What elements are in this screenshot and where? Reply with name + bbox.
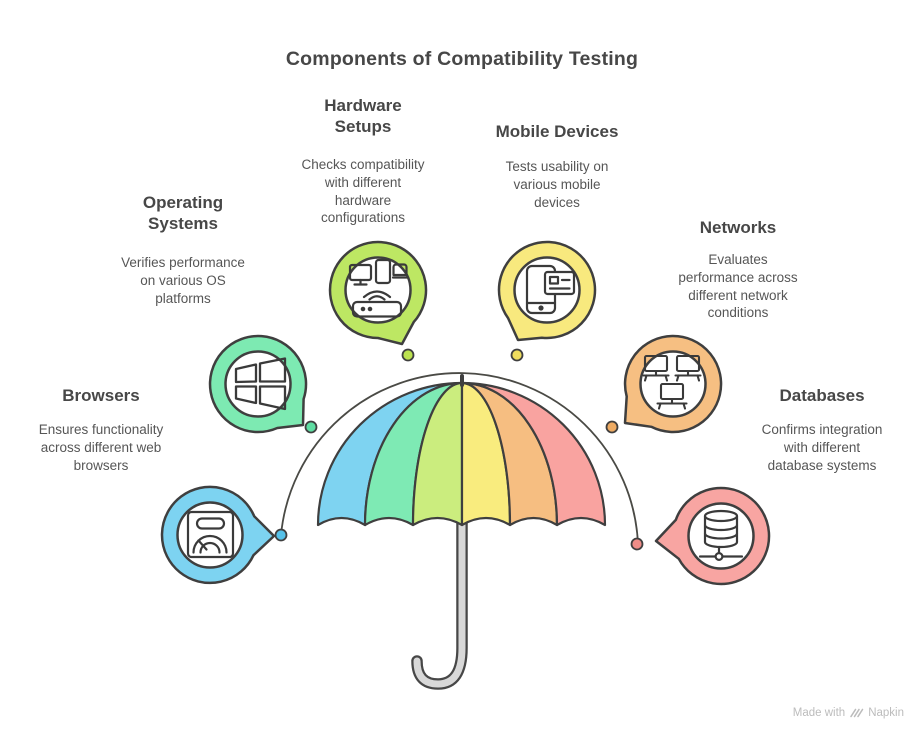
browser-gauge-icon bbox=[186, 510, 235, 559]
dot-networks bbox=[605, 420, 619, 434]
operating-systems-heading: Operating Systems bbox=[142, 193, 224, 234]
operating-systems-description: Verifies performance on various OS platf… bbox=[121, 255, 245, 306]
networks-description: Evaluates performance across different n… bbox=[678, 252, 798, 321]
dot-browsers bbox=[274, 528, 288, 542]
mobile-devices-bubble bbox=[497, 240, 597, 342]
smartphone-card-icon bbox=[525, 264, 576, 315]
databases-bubble bbox=[654, 486, 771, 586]
watermark-prefix: Made with bbox=[792, 707, 846, 719]
napkin-logo-icon bbox=[850, 708, 864, 718]
dot-mobile-devices bbox=[510, 348, 524, 362]
umbrella-canopy bbox=[316, 374, 607, 527]
watermark: Made with Napkin bbox=[793, 707, 904, 719]
windows-logo-icon bbox=[234, 357, 287, 411]
dot-hardware-setups bbox=[401, 348, 415, 362]
networks-heading: Networks bbox=[699, 218, 777, 237]
bubble-inner bbox=[224, 350, 292, 418]
hardware-setups-bubble bbox=[328, 240, 428, 346]
operating-systems-bubble bbox=[208, 334, 308, 434]
hardware-setups-heading: Hardware Setups bbox=[324, 96, 402, 137]
browsers-description: Ensures functionality across different w… bbox=[38, 422, 164, 473]
umbrella-segment-pink bbox=[460, 381, 607, 527]
hardware-setups-description: Checks compatibility with different hard… bbox=[301, 157, 425, 226]
browsers-heading: Browsers bbox=[62, 386, 140, 405]
page-title: Components of Compatibility Testing bbox=[285, 48, 639, 70]
mobile-devices-heading: Mobile Devices bbox=[495, 122, 619, 141]
browsers-bubble bbox=[160, 485, 276, 585]
workstations-icon bbox=[642, 354, 702, 410]
dot-databases bbox=[630, 537, 644, 551]
umbrella-pole bbox=[411, 499, 468, 690]
database-icon bbox=[698, 509, 744, 561]
umbrella-segment-lime bbox=[411, 381, 464, 527]
devices-router-icon bbox=[348, 258, 409, 318]
watermark-brand: Napkin bbox=[868, 707, 904, 719]
mobile-devices-description: Tests usability on various mobile device… bbox=[505, 159, 609, 210]
databases-heading: Databases bbox=[779, 386, 865, 405]
connector-dots bbox=[274, 348, 644, 551]
dot-operating-systems bbox=[304, 420, 318, 434]
connector-arc bbox=[280, 372, 639, 545]
networks-bubble bbox=[623, 334, 723, 434]
databases-description: Confirms integration with different data… bbox=[761, 422, 883, 473]
